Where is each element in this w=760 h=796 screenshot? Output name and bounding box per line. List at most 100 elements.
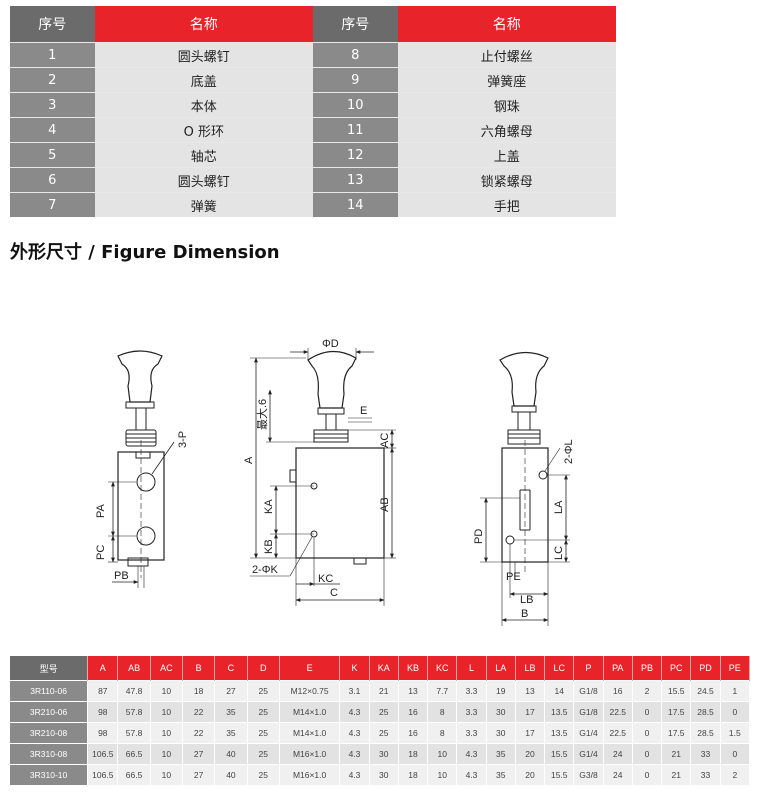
spec-value-cell: 106.5 <box>87 764 119 785</box>
label-pa: PA <box>95 503 107 518</box>
spec-value-cell: 17.5 <box>661 701 692 723</box>
spec-value-cell: 27 <box>182 743 216 765</box>
label-phi-k: 2-ΦK <box>252 564 279 576</box>
spec-value-cell: 40 <box>214 764 248 785</box>
part-name-cell: 上盖 <box>397 142 616 168</box>
label-c: C <box>330 587 338 599</box>
spec-value-cell: 13.5 <box>544 722 575 744</box>
spec-value-cell: 33 <box>690 764 721 785</box>
spec-value-cell: 27 <box>182 764 216 785</box>
part-name-cell: 圆头螺钉 <box>94 167 313 193</box>
spec-value-cell: 16 <box>398 701 429 723</box>
part-name-cell: 六角螺母 <box>397 117 616 143</box>
spec-value-cell: M14×1.0 <box>279 722 341 744</box>
spec-value-cell: 10 <box>150 680 184 702</box>
spec-value-cell: 30 <box>486 701 516 723</box>
label-ka: KA <box>263 499 275 514</box>
part-name-cell: 本体 <box>94 92 313 118</box>
spec-value-cell: 22 <box>182 701 216 723</box>
spec-value-cell: 24 <box>603 764 633 785</box>
spec-header-cell: D <box>247 656 280 681</box>
parts-header-no-1: 序号 <box>10 6 95 43</box>
left-view: 3-P PA PC PB <box>95 350 189 588</box>
spec-value-cell: 10 <box>150 764 184 785</box>
spec-header-cell: C <box>214 656 248 681</box>
part-name-cell: 圆头螺钉 <box>94 42 313 68</box>
spec-value-cell: 22.5 <box>603 722 633 744</box>
spec-value-cell: 3.3 <box>456 722 487 744</box>
spec-value-cell: 98 <box>87 722 119 744</box>
label-lc: LC <box>553 546 565 560</box>
part-name-cell: 弹簧 <box>94 192 313 217</box>
part-number-cell: 14 <box>312 192 398 217</box>
spec-value-cell: 35 <box>486 764 516 785</box>
label-la: LA <box>553 500 565 514</box>
spec-value-cell: 25 <box>247 680 280 702</box>
label-kb: KB <box>263 539 275 554</box>
part-number-cell: 2 <box>10 67 95 93</box>
spec-model-cell: 3R210-06 <box>10 701 89 723</box>
part-number-cell: 8 <box>312 42 398 68</box>
spec-value-cell: 35 <box>214 701 248 723</box>
spec-value-cell: 47.8 <box>117 680 151 702</box>
spec-value-cell: 4.3 <box>339 701 370 723</box>
spec-value-cell: 21 <box>661 743 692 765</box>
spec-value-cell: 22.5 <box>603 701 633 723</box>
spec-value-cell: 15.5 <box>544 764 575 785</box>
spec-value-cell: M16×1.0 <box>279 764 341 785</box>
part-number-cell: 4 <box>10 117 95 143</box>
spec-value-cell: 87 <box>87 680 119 702</box>
spec-model-cell: 3R110-06 <box>10 680 89 702</box>
label-pb: PB <box>114 570 129 582</box>
spec-header-cell: A <box>87 656 119 681</box>
spec-header-cell: PE <box>720 656 751 681</box>
label-kc: KC <box>318 573 333 585</box>
spec-value-cell: 10 <box>150 722 184 744</box>
spec-value-cell: 30 <box>486 722 516 744</box>
spec-value-cell: 20 <box>515 743 546 765</box>
section-title: 外形尺寸 / Figure Dimension <box>10 242 280 263</box>
spec-value-cell: M16×1.0 <box>279 743 341 765</box>
middle-view: ΦD A 最大.6 E AC AB KA KB 2-ΦK <box>243 338 396 606</box>
spec-value-cell: G1/4 <box>573 743 604 765</box>
label-pe: PE <box>506 571 521 583</box>
spec-header-cell: KB <box>398 656 429 681</box>
spec-value-cell: 57.8 <box>117 722 151 744</box>
label-a: A <box>243 456 255 464</box>
spec-value-cell: 35 <box>214 722 248 744</box>
part-name-cell: 钢珠 <box>397 92 616 118</box>
spec-header-cell: KA <box>369 656 399 681</box>
spec-value-cell: 57.8 <box>117 701 151 723</box>
spec-value-cell: 10 <box>427 743 458 765</box>
right-view: 2-ΦL LA LC PD PE LB B <box>473 351 575 626</box>
spec-value-cell: 7.7 <box>427 680 458 702</box>
spec-value-cell: G3/8 <box>573 764 604 785</box>
spec-value-cell: 25 <box>247 722 280 744</box>
spec-value-cell: 25 <box>247 701 280 723</box>
spec-value-cell: 8 <box>427 722 458 744</box>
spec-value-cell: 25 <box>369 722 399 744</box>
spec-value-cell: 15.5 <box>661 680 692 702</box>
spec-model-cell: 3R210-08 <box>10 722 89 744</box>
label-3-p: 3-P <box>177 431 189 448</box>
spec-header-cell: PC <box>661 656 692 681</box>
spec-value-cell: G1/8 <box>573 701 604 723</box>
part-number-cell: 11 <box>312 117 398 143</box>
spec-value-cell: 13 <box>398 680 429 702</box>
label-ab: AB <box>379 497 391 512</box>
spec-value-cell: 33 <box>690 743 721 765</box>
spec-value-cell: 13 <box>515 680 546 702</box>
spec-model-cell: 3R310-10 <box>10 764 89 785</box>
spec-header-cell: LC <box>544 656 575 681</box>
